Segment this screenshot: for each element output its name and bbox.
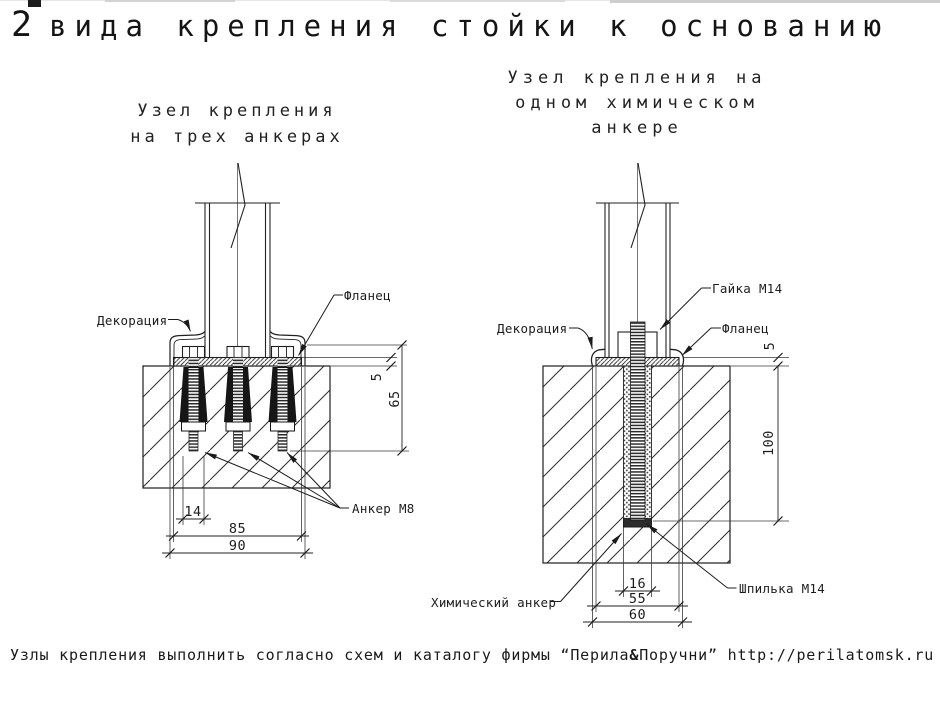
left-diagram-title: Узел крепления на трех анкерах bbox=[87, 98, 387, 150]
left-diagram-title-line1: Узел крепления bbox=[137, 101, 337, 121]
left-dim-flange-width: 85 bbox=[228, 521, 247, 537]
scan-artifact bbox=[105, 0, 235, 2]
right-stud bbox=[630, 321, 646, 521]
right-break-symbol bbox=[630, 162, 646, 249]
left-dim-flange-thickness: 5 bbox=[369, 372, 385, 382]
left-diagram-title-line2: на трех анкерах bbox=[130, 127, 344, 147]
right-stud-label: Шпилька М14 bbox=[739, 581, 826, 596]
left-anchors bbox=[179, 345, 297, 452]
left-dim-anchor-depth: 65 bbox=[387, 390, 403, 408]
scan-artifact bbox=[610, 0, 940, 3]
right-flange-label: Фланец bbox=[722, 321, 769, 336]
right-dim-cover-width: 60 bbox=[628, 607, 647, 623]
right-dim-anchor-depth: 100 bbox=[761, 430, 777, 456]
title-text: вида крепления стойки к основанию bbox=[49, 9, 890, 43]
right-dimension-lines bbox=[583, 366, 779, 623]
right-diagram-title-line3: анкере bbox=[591, 118, 683, 138]
right-extension-lines bbox=[592, 357, 789, 628]
right-diagram-title: Узел крепления на одном химическом анкер… bbox=[487, 66, 787, 141]
left-decoration-label: Декорация bbox=[97, 313, 168, 328]
left-extension-lines bbox=[169, 344, 409, 559]
right-dimension-ticks bbox=[587, 352, 783, 627]
right-post bbox=[596, 162, 679, 358]
left-decoration-cover bbox=[169, 331, 306, 366]
title-number: 2 bbox=[11, 5, 33, 45]
left-post bbox=[195, 162, 280, 358]
left-anchor-label: Анкер М8 bbox=[352, 501, 415, 516]
scan-artifact bbox=[390, 0, 565, 2]
left-dimension-ticks bbox=[165, 340, 407, 558]
scan-artifact bbox=[28, 0, 41, 7]
right-decoration-label: Декорация bbox=[497, 321, 568, 336]
right-chemical-anchor-label: Химический анкер bbox=[431, 595, 557, 610]
footnote-ampersand: & bbox=[629, 646, 640, 664]
footnote-post: Поручни” http://perilatomsk.ru bbox=[639, 646, 935, 664]
footnote: Узлы крепления выполнить согласно схем и… bbox=[10, 646, 934, 664]
left-leader-lines bbox=[168, 294, 349, 509]
right-dim-flange-thickness: 5 bbox=[762, 341, 778, 351]
left-break-symbol bbox=[230, 162, 246, 249]
right-leader-lines bbox=[551, 287, 737, 602]
left-dim-anchor-diameter: 14 bbox=[184, 504, 202, 520]
left-dim-cover-width: 90 bbox=[228, 538, 247, 554]
page-title: 2 вида крепления стойки к основанию bbox=[11, 5, 889, 45]
right-nut-label: Гайка М14 bbox=[712, 281, 783, 296]
right-diagram-title-line2: одном химическом bbox=[515, 93, 759, 113]
left-dimension-lines bbox=[162, 345, 403, 554]
right-diagram-title-line1: Узел крепления на bbox=[507, 68, 767, 88]
right-dim-hole-width: 16 bbox=[628, 576, 647, 592]
footnote-pre: Узлы крепления выполнить согласно схем и… bbox=[10, 646, 630, 664]
right-dim-flange-width: 55 bbox=[628, 591, 647, 607]
left-flange-label: Фланец bbox=[344, 288, 391, 303]
